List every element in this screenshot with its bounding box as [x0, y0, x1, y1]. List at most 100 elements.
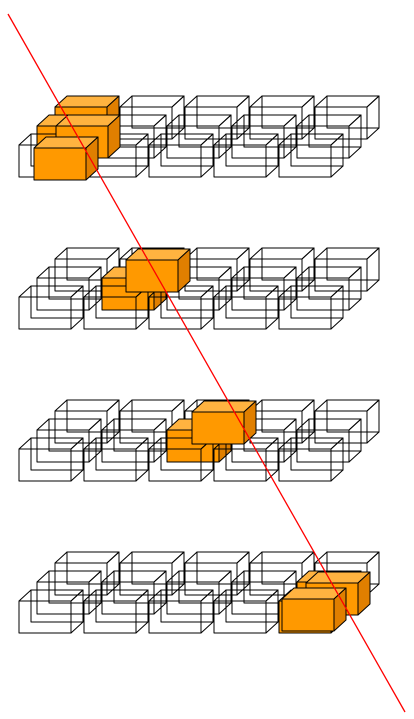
cube-front-face: [213, 144, 267, 178]
cube-back-face: [261, 247, 315, 281]
cube: [36, 418, 102, 463]
cube: [18, 437, 84, 482]
cube-back-face: [48, 418, 102, 452]
highlighted-cube: [281, 587, 347, 632]
cube-front-face: [166, 125, 220, 159]
cube: [278, 285, 344, 330]
highlighted-cube: [125, 248, 191, 293]
cube-back-face: [196, 551, 250, 585]
cube: [184, 95, 250, 140]
highlight-layer-4: [281, 571, 371, 632]
cube: [213, 285, 279, 330]
cube: [249, 399, 315, 444]
cube-side-face: [106, 551, 120, 596]
cube: [231, 266, 297, 311]
cube-back-face: [113, 418, 167, 452]
cube-back-face: [261, 95, 315, 129]
highlight-layer-1: [33, 114, 121, 181]
cube: [249, 95, 315, 140]
cube-side-face: [348, 418, 362, 463]
cube-front-face: [296, 125, 350, 159]
cube-side-face: [153, 114, 167, 159]
cube-front-face: [18, 600, 72, 634]
cube-back-face: [131, 95, 185, 129]
cube-side-face: [70, 437, 84, 482]
cube-front-face: [18, 448, 72, 482]
cube-side-face: [366, 247, 380, 292]
cube-side-face: [366, 95, 380, 140]
cube-back-face: [326, 247, 380, 281]
cube: [83, 589, 149, 634]
cube-front-face: [148, 448, 202, 482]
cube-side-face: [348, 114, 362, 159]
cube-front-face: [296, 277, 350, 311]
cube-front-face: [18, 296, 72, 330]
cube-back-face: [243, 266, 297, 300]
cube: [184, 247, 250, 292]
cube-front-face: [54, 410, 108, 444]
cube-side-face: [200, 285, 214, 330]
cube-back-face: [113, 114, 167, 148]
cube-side-face: [106, 399, 120, 444]
cube-back-face: [66, 551, 120, 585]
cube-side-face: [88, 418, 102, 463]
cube-side-face: [330, 285, 344, 330]
cube-front-face: [83, 448, 137, 482]
diagonal-line: [7, 13, 406, 713]
cube-side-face: [283, 114, 297, 159]
cube-side-face: [200, 133, 214, 178]
cube-front-face: [314, 258, 368, 292]
cube-side-face: [330, 133, 344, 178]
cube: [184, 551, 250, 596]
highlight-layer-3: [191, 400, 257, 445]
cube-front-face: [213, 296, 267, 330]
cube-side-face: [135, 437, 149, 482]
cube-side-face: [265, 285, 279, 330]
cube: [231, 114, 297, 159]
cube-front-face: [184, 106, 238, 140]
cube-front-face: [33, 147, 87, 181]
cube-side-face: [265, 437, 279, 482]
highlight-layer-2: [125, 248, 191, 293]
cube-front-face: [231, 277, 285, 311]
cube: [314, 399, 380, 444]
cube-side-face: [301, 399, 315, 444]
cube: [213, 589, 279, 634]
cube-side-face: [236, 247, 250, 292]
cube-back-face: [326, 399, 380, 433]
cube-back-face: [196, 95, 250, 129]
cube-front-face: [191, 411, 245, 445]
cube-side-face: [330, 437, 344, 482]
cube-side-face: [70, 589, 84, 634]
cube-back-face: [308, 418, 362, 452]
cube: [249, 247, 315, 292]
cube-side-face: [218, 114, 232, 159]
cube: [54, 551, 120, 596]
cube-front-face: [83, 296, 137, 330]
cube: [213, 133, 279, 178]
cube: [54, 399, 120, 444]
layer-2: [18, 247, 380, 330]
cube-front-face: [36, 277, 90, 311]
cube: [36, 266, 102, 311]
cube-side-face: [265, 589, 279, 634]
cube-back-face: [66, 399, 120, 433]
cube: [166, 114, 232, 159]
cube-front-face: [231, 125, 285, 159]
cube-back-face: [113, 570, 167, 604]
cube-side-face: [135, 133, 149, 178]
cube: [119, 95, 185, 140]
cube-back-face: [196, 247, 250, 281]
cube-side-face: [283, 418, 297, 463]
cube-side-face: [366, 399, 380, 444]
cube-side-face: [236, 551, 250, 596]
cube: [148, 589, 214, 634]
cube-front-face: [148, 144, 202, 178]
cube: [101, 418, 167, 463]
cube: [101, 570, 167, 615]
cube: [83, 437, 149, 482]
cube-side-face: [265, 133, 279, 178]
cube: [119, 551, 185, 596]
cube: [314, 95, 380, 140]
highlighted-cube: [191, 400, 257, 445]
